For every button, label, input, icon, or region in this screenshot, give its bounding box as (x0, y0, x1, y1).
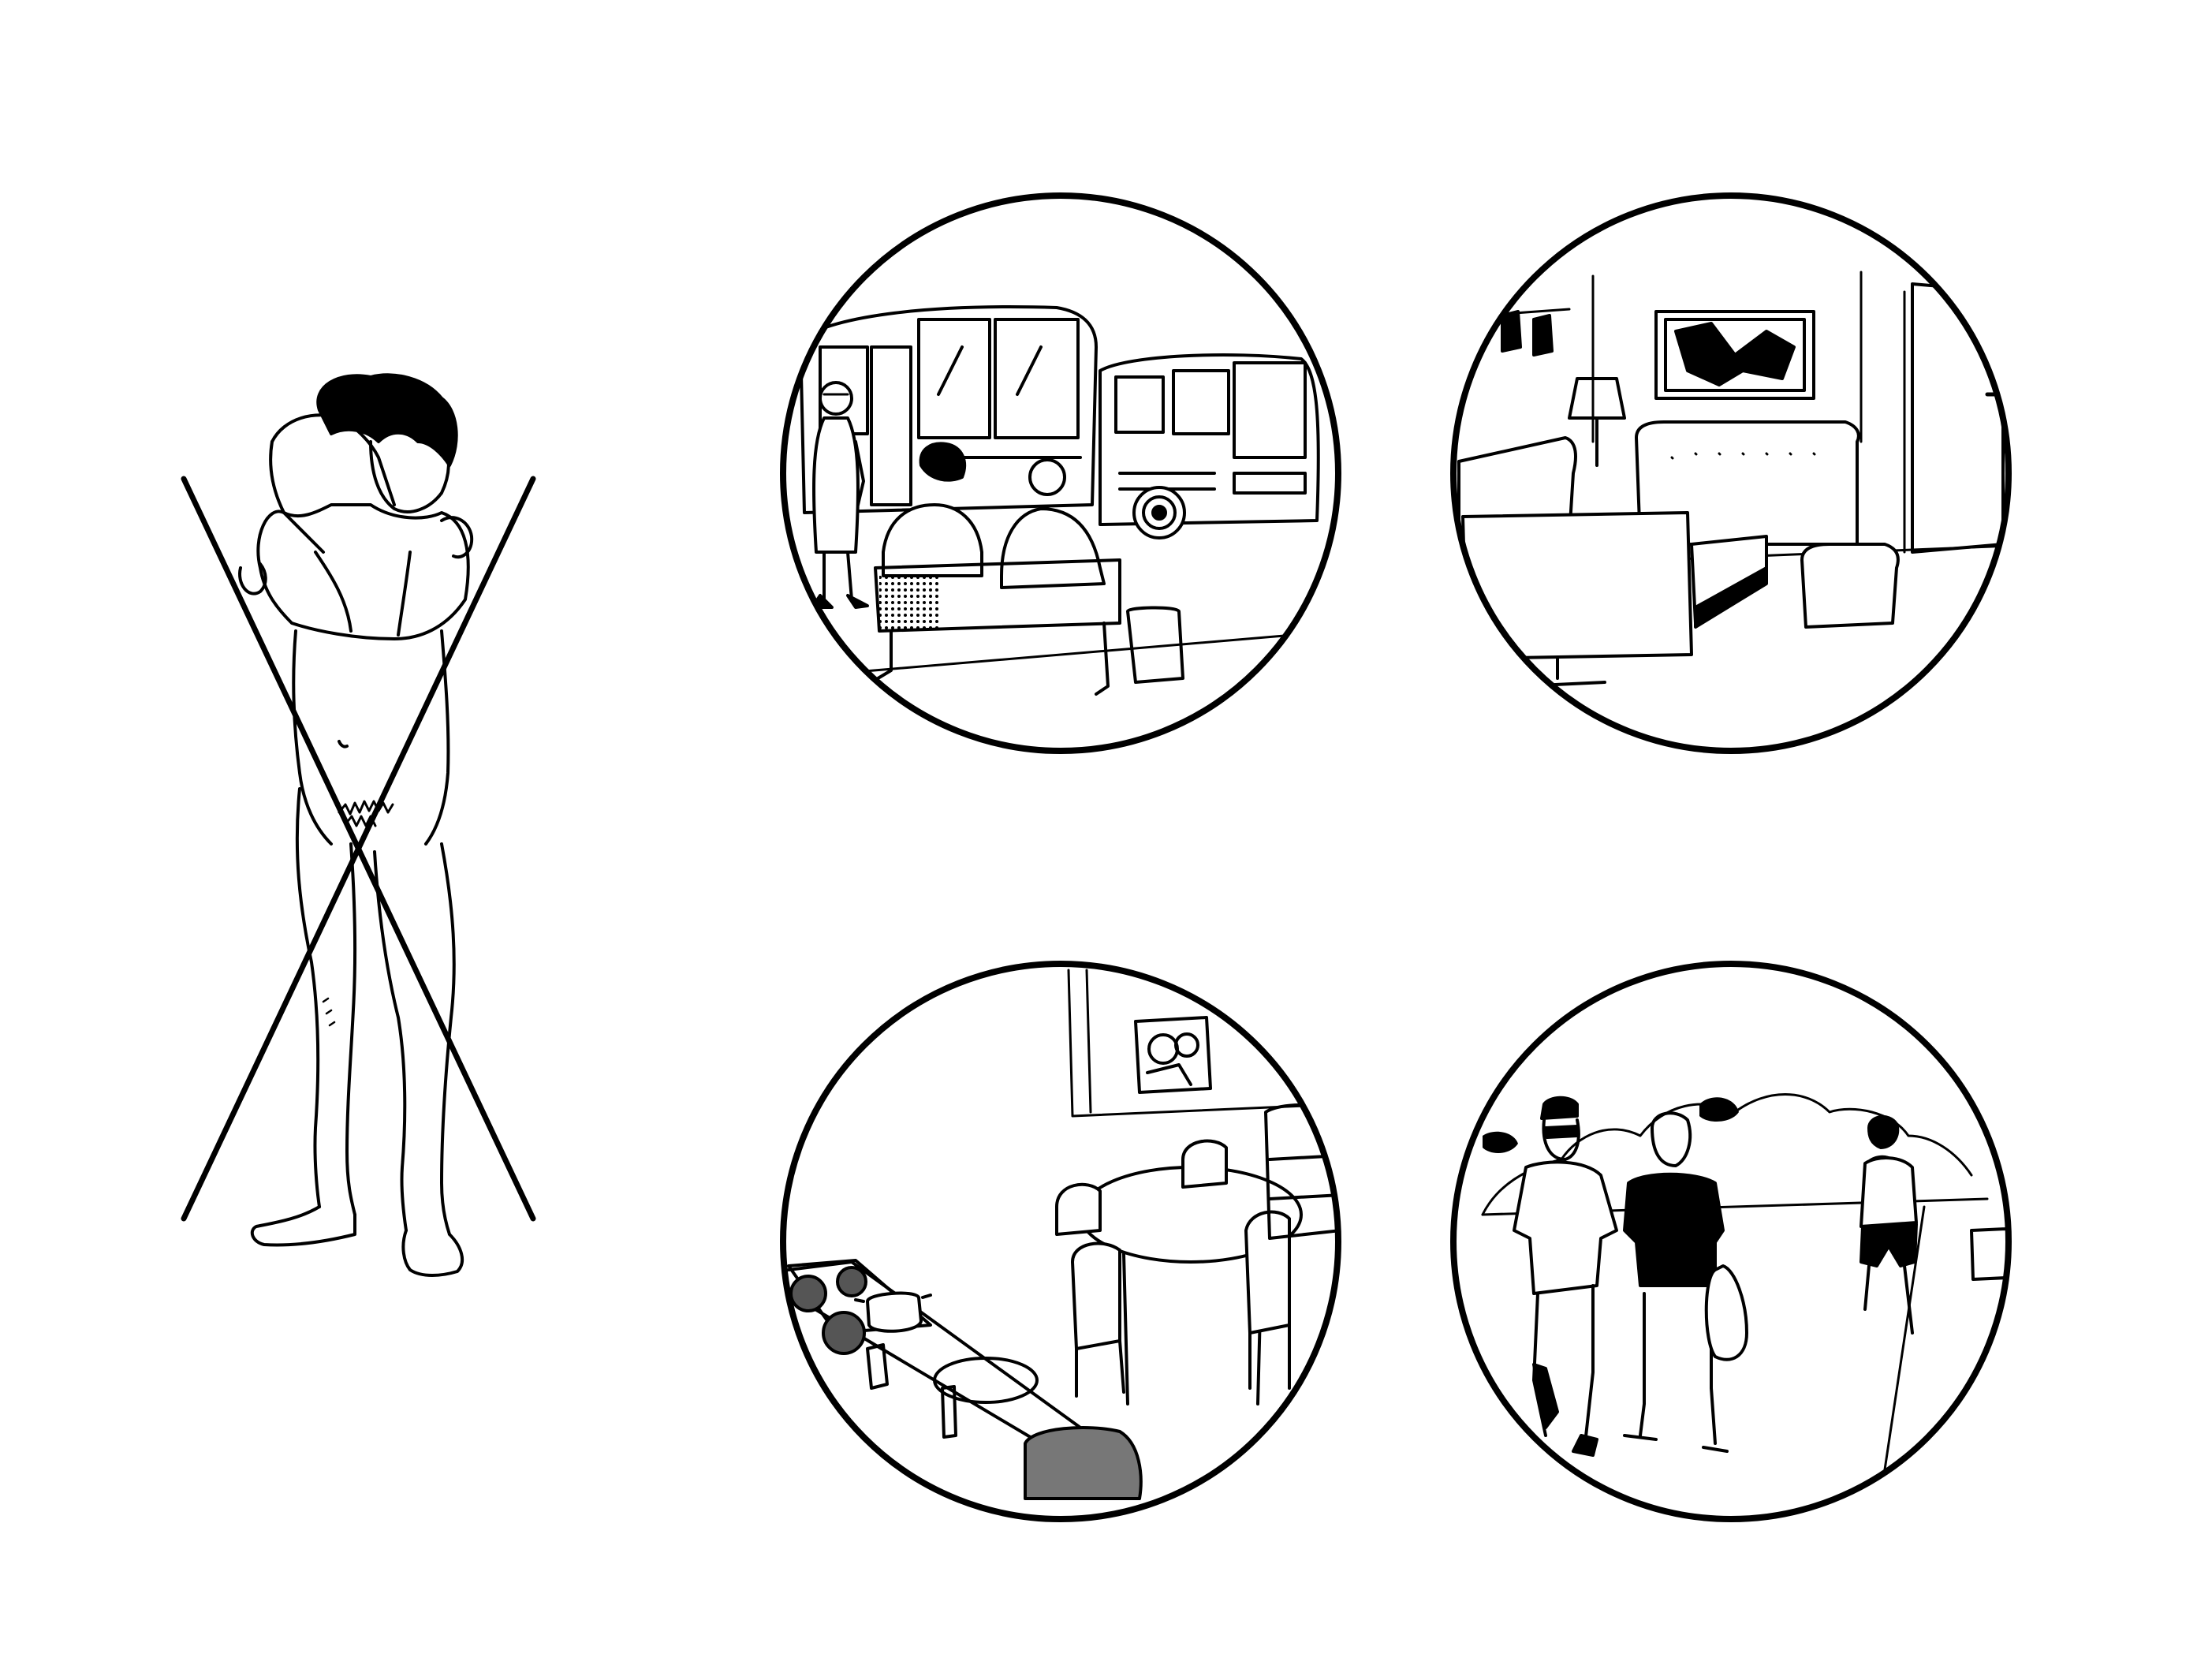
bottle (941, 1385, 957, 1439)
rear-bus (1099, 353, 1320, 539)
seated-woman-hair (919, 442, 967, 482)
cooking-pot (854, 1291, 932, 1333)
kitchen-scene (780, 961, 1341, 1522)
man-with-sunglasses (1513, 1096, 1618, 1457)
living-room-frame (1450, 192, 2012, 754)
bus-stop-bench (870, 558, 1121, 696)
person-right-hand (440, 516, 474, 559)
street-walk-scene (1450, 961, 2012, 1522)
television (1461, 511, 1693, 688)
wall-poster (1134, 1016, 1212, 1094)
grater (866, 1343, 889, 1390)
person-right-foot (401, 1229, 464, 1277)
person-head (369, 440, 450, 513)
kitchen-sink (1024, 1426, 1143, 1500)
ottoman (1800, 543, 1900, 629)
woman-jogging (1859, 1115, 1918, 1335)
seated-couple (882, 442, 1106, 589)
cross-out-line-2 (181, 476, 536, 1222)
street-walk-frame (1450, 961, 2012, 1522)
room-door (1911, 282, 2005, 554)
dining-chairs (1055, 1139, 1291, 1398)
street-trash-bin (1970, 1227, 2009, 1281)
kitchen-frame (780, 961, 1341, 1522)
undressing-person-figure (238, 373, 474, 1277)
serving-tray (933, 1357, 1039, 1404)
kitchen-counter (787, 1260, 1082, 1445)
person-left-leg (295, 787, 321, 1208)
living-room-scene (1450, 192, 2012, 754)
man-in-black-shirt (1623, 1111, 1748, 1453)
bus-stop-scene (780, 192, 1341, 754)
person-left-hand (238, 562, 267, 595)
bus-stop-frame (780, 192, 1341, 754)
person-raised-arm (270, 413, 396, 506)
bus-stop-ground (783, 629, 1338, 680)
person-right-leg (373, 850, 408, 1232)
standing-woman (811, 381, 869, 609)
person-shirt (256, 503, 470, 640)
luggage-bag (1126, 606, 1184, 684)
person-torso (292, 629, 450, 846)
cooktop (787, 1259, 932, 1355)
coffee-table (1690, 535, 1768, 629)
abstract-painting (1654, 310, 1815, 400)
table-lamp (1568, 377, 1626, 467)
person-hair (316, 373, 458, 467)
wall-lamps (1501, 310, 1554, 357)
cross-out-mark (181, 476, 536, 1222)
person-left-foot (250, 1205, 356, 1247)
